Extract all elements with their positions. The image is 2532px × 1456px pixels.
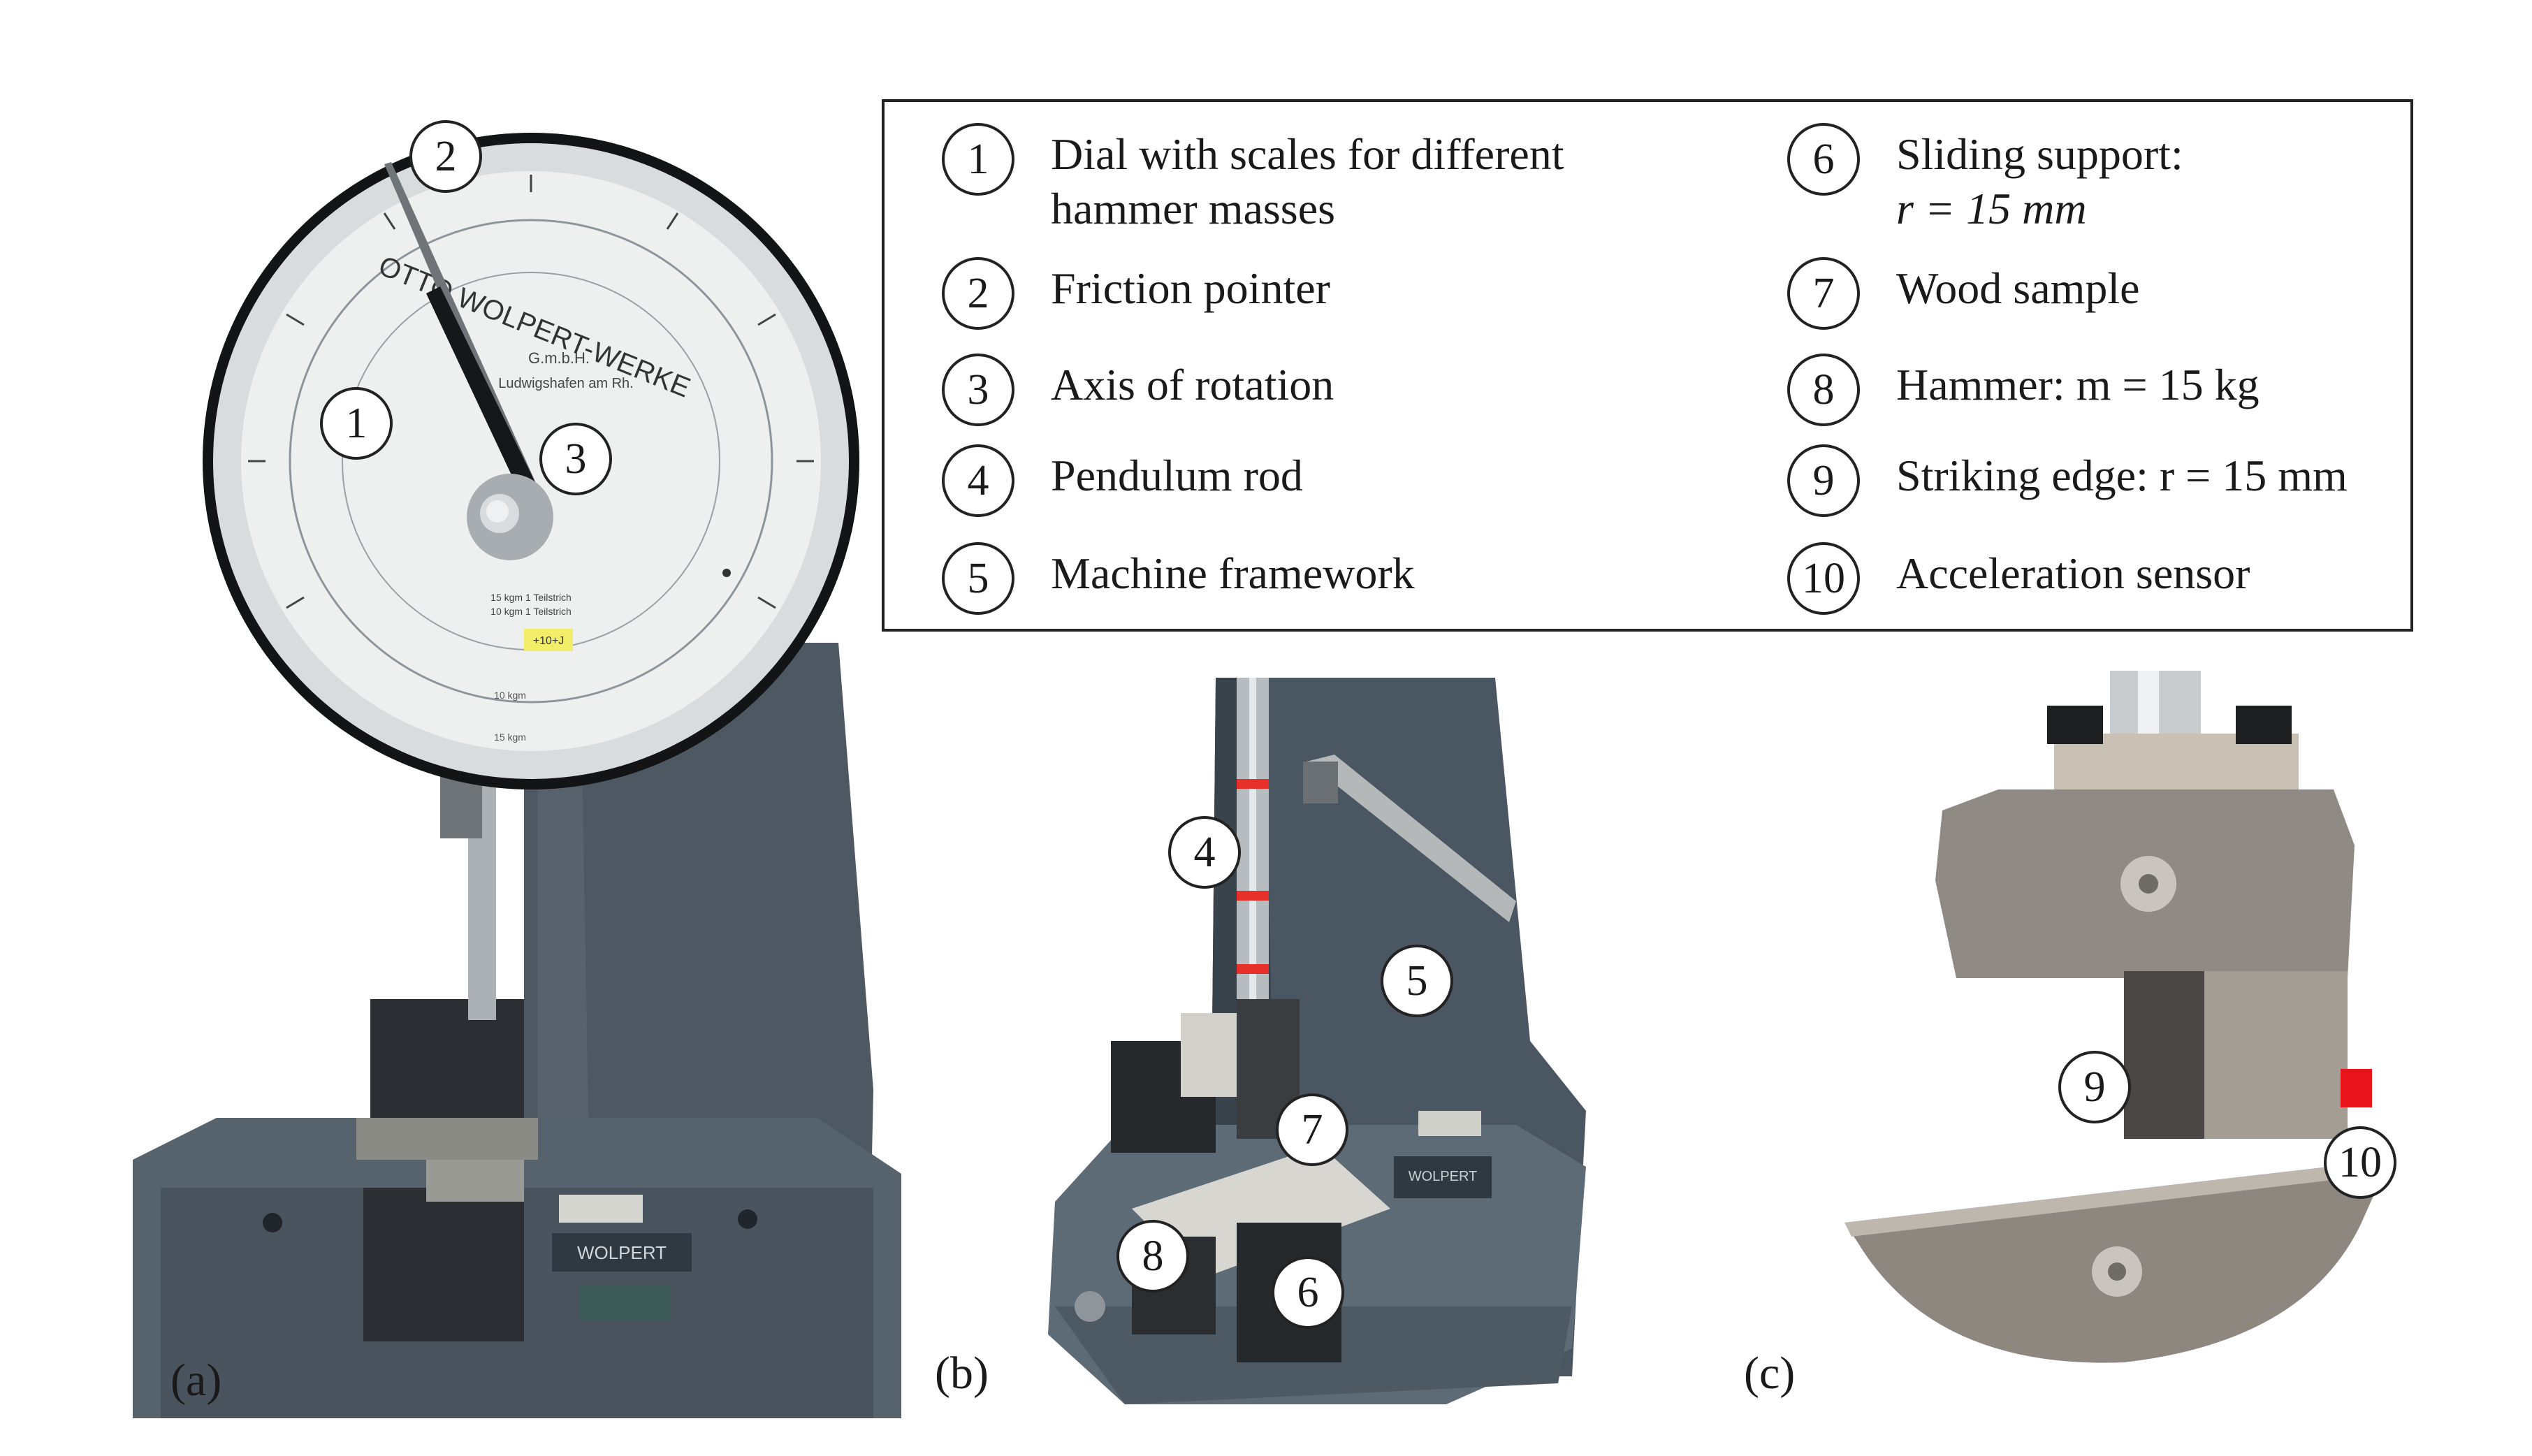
legend-item-1: 1 Dial with scales for different hammer … — [942, 123, 1564, 236]
legend-text-line2: hammer masses — [1051, 184, 1335, 233]
nameplate-b — [1394, 1156, 1492, 1198]
legend-item-5: 5 Machine framework — [942, 542, 1415, 615]
dial-scale-note-10: 10 kgm 1 Teilstrich — [490, 606, 572, 617]
callout-a1: 1 — [320, 387, 393, 460]
legend-num: 5 — [942, 542, 1014, 615]
nameplate-b-text: WOLPERT — [1409, 1169, 1478, 1184]
legend-text: Hammer: m = 15 kg — [1896, 360, 2260, 409]
legend-text: Sliding support: — [1896, 129, 2183, 179]
legend-text: Dial with scales for different — [1051, 129, 1564, 179]
legend-num: 9 — [1787, 444, 1860, 517]
callout-b5: 5 — [1381, 945, 1453, 1017]
legend-num: 2 — [942, 257, 1014, 330]
legend-item-6: 6 Sliding support: r = 15 mm — [1787, 123, 2183, 236]
callout-c9: 9 — [2058, 1051, 2131, 1123]
legend-text: Acceleration sensor — [1896, 548, 2250, 598]
panel-label-a: (a) — [170, 1355, 222, 1406]
panel-c-photo — [1845, 671, 2389, 1363]
legend-text: Striking edge: r = 15 mm — [1896, 451, 2348, 500]
legend-item-7: 7 Wood sample — [1787, 257, 2140, 330]
legend-num: 1 — [942, 123, 1014, 196]
legend-item-9: 9 Striking edge: r = 15 mm — [1787, 444, 2348, 517]
striking-edge — [2124, 971, 2204, 1139]
callout-b6: 6 — [1272, 1256, 1344, 1329]
legend-item-3: 3 Axis of rotation — [942, 354, 1334, 426]
legend-text: Pendulum rod — [1051, 451, 1303, 500]
dial-ticks — [248, 175, 814, 609]
legend-num: 10 — [1787, 542, 1860, 615]
legend-text: Friction pointer — [1051, 263, 1330, 313]
legend-text: Wood sample — [1896, 263, 2140, 313]
legend-item-10: 10 Acceleration sensor — [1787, 542, 2250, 615]
legend-box: 1 Dial with scales for different hammer … — [882, 99, 2413, 632]
dial-scale-note-15: 15 kgm 1 Teilstrich — [490, 592, 572, 603]
legend-text-line2: r = 15 mm — [1896, 184, 2087, 233]
dial-sticker — [524, 629, 573, 651]
nameplate-a-text: WOLPERT — [577, 1242, 667, 1263]
legend-num: 3 — [942, 354, 1014, 426]
callout-b4: 4 — [1168, 816, 1241, 889]
svg-text:+10+J: +10+J — [533, 635, 564, 647]
legend-text: Machine framework — [1051, 548, 1415, 598]
dial-face — [241, 171, 821, 751]
callout-b8: 8 — [1116, 1220, 1189, 1293]
dial-needle — [426, 286, 552, 524]
panel-a-photo: WOLPERT OTTO WOLPERT-WERKE G.m.b.H. Ludw… — [133, 133, 901, 1418]
legend-text: Axis of rotation — [1051, 360, 1334, 409]
callout-a2: 2 — [409, 120, 482, 193]
dial-brand-city: Ludwigshafen am Rh. — [498, 376, 633, 391]
dial-label-15kgm: 15 kgm — [494, 731, 526, 743]
nameplate-a — [552, 1233, 692, 1272]
panel-label-b: (b) — [935, 1348, 989, 1399]
rod-mark-3 — [1237, 964, 1269, 974]
legend-num: 4 — [942, 444, 1014, 517]
callout-c10: 10 — [2324, 1126, 2396, 1199]
dial-label-10kgm: 10 kgm — [494, 690, 526, 701]
legend-item-4: 4 Pendulum rod — [942, 444, 1303, 517]
legend-item-8: 8 Hammer: m = 15 kg — [1787, 354, 2260, 426]
rod-mark-2 — [1237, 891, 1269, 901]
legend-num: 8 — [1787, 354, 1860, 426]
dial-brand-sub: G.m.b.H. — [528, 349, 590, 367]
legend-item-2: 2 Friction pointer — [942, 257, 1330, 330]
callout-b7: 7 — [1276, 1093, 1348, 1166]
acceleration-sensor — [2341, 1069, 2372, 1107]
legend-num: 6 — [1787, 123, 1860, 196]
legend-num: 7 — [1787, 257, 1860, 330]
panel-label-c: (c) — [1744, 1348, 1796, 1399]
callout-a3: 3 — [539, 423, 612, 495]
lever-arm — [1307, 755, 1516, 922]
rod-mark-1 — [1237, 779, 1269, 789]
